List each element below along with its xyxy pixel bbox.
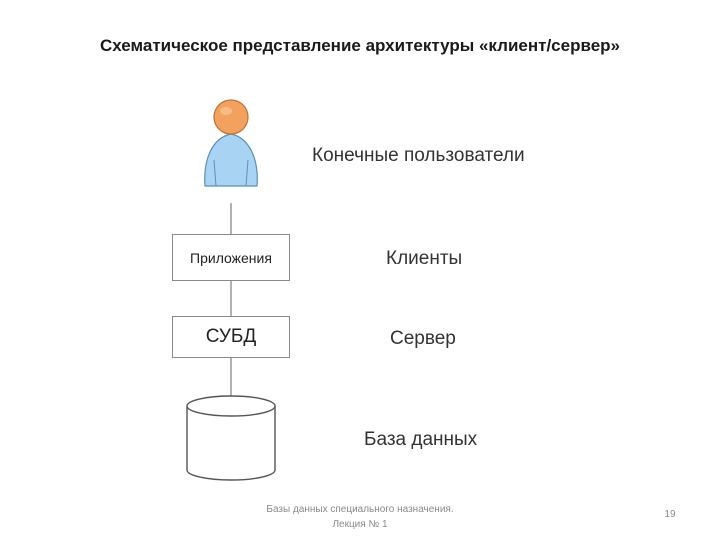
end-users-label: Конечные пользователи [312,145,525,166]
dbms-box-label: СУБД [205,326,257,347]
footer-course-title: Базы данных специального назначения. [266,504,454,515]
footer: Базы данных специального назначения. Лек… [230,502,490,532]
applications-box: Приложения [172,234,290,281]
page-number: 19 [664,509,676,520]
footer-lecture: Лекция № 1 [332,519,388,530]
user-icon [204,99,258,187]
applications-box-label: Приложения [190,249,272,266]
database-cylinder-icon [186,395,276,481]
dbms-box: СУБД [172,316,290,358]
database-label: База данных [364,429,478,450]
server-label: Сервер [390,328,456,349]
slide-title: Схематическое представление архитектуры … [99,36,620,55]
clients-label: Клиенты [386,248,463,269]
